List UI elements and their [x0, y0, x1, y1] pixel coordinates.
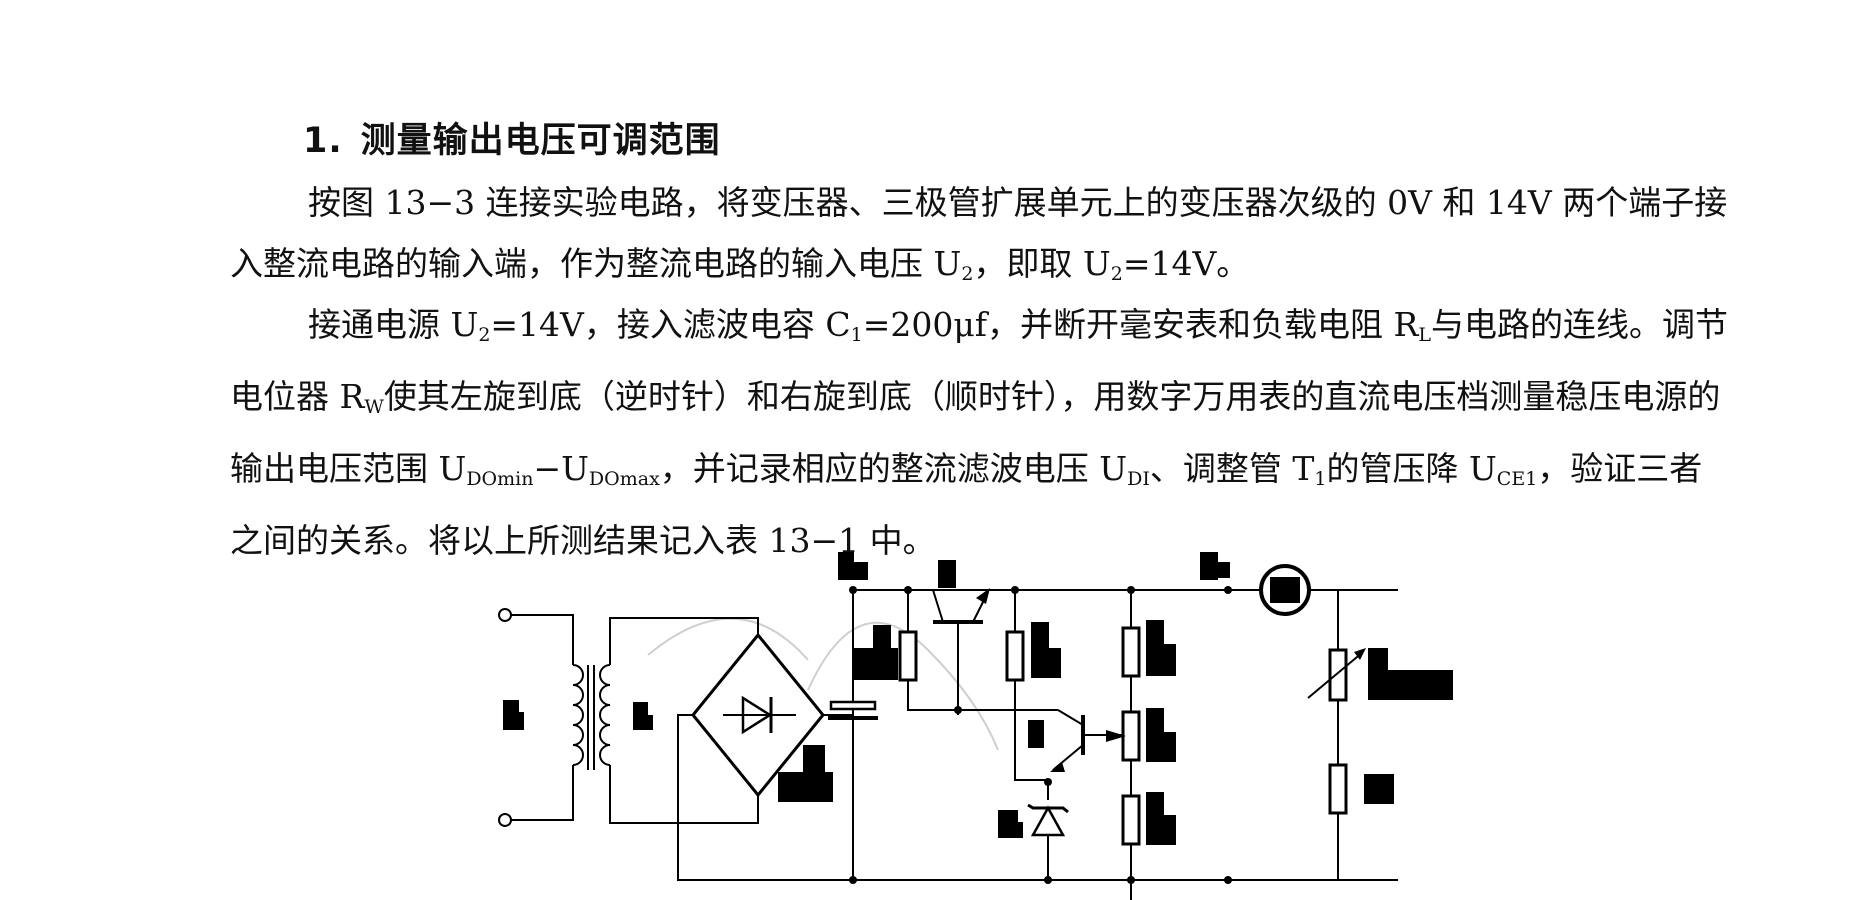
- rectifier-plus-wire: [823, 590, 854, 716]
- p1-sub-1: 2: [961, 263, 974, 285]
- r1-lead-bottom: [907, 680, 958, 711]
- load-lead-top: [1309, 589, 1339, 650]
- p1-sub-2: 2: [1110, 263, 1123, 285]
- p2-text-j: ，验证三者之间的关系。将以上所测结果记入表 13−1 中。: [230, 449, 1703, 560]
- p2-sub-t1: 1: [1314, 468, 1327, 490]
- zener-diode: [1027, 778, 1069, 880]
- p1-text-c: =14V。: [1122, 244, 1250, 283]
- resistor-r4: [1121, 794, 1141, 846]
- paragraph-1: 按图 13−3 连接实验电路，将变压器、三极管扩展单元上的变压器次级的 0V 和…: [230, 172, 1730, 305]
- label-block-u2b: [643, 715, 653, 730]
- r2-lead-bottom: [1014, 680, 1048, 781]
- p2-text-h: 、调整管 T: [1149, 449, 1315, 488]
- p2-sub-ce1: CE1: [1496, 468, 1538, 490]
- p2-text-e: 使其左旋到底（逆时针）和右旋到底（顺时针），用数字万用表的直流电压档测量稳压电源…: [230, 377, 1721, 488]
- p2-text-d: 与电路的连线。调节电位器 R: [230, 305, 1728, 416]
- junction: [1224, 876, 1232, 884]
- label-block-r1: [873, 625, 891, 655]
- p2-text-c: =200μf，并断开毫安表和负载电阻 R: [862, 305, 1419, 344]
- label-block-r4: [1146, 792, 1164, 822]
- junction: [849, 586, 857, 594]
- label-block-r4-value: [1146, 815, 1176, 845]
- scan-artifact: [807, 621, 999, 751]
- bridge-rectifier: [691, 632, 825, 798]
- transistor-t1: [932, 588, 990, 715]
- resistor-r1: [898, 630, 918, 682]
- primary-wire-bottom: [511, 765, 574, 821]
- potentiometer-wiper: [1106, 730, 1126, 742]
- secondary-wire-bottom: [609, 765, 759, 824]
- junction: [1044, 876, 1052, 884]
- p2-text-g: ，并记录相应的整流滤波电压 U: [659, 449, 1128, 488]
- p2-text-a: 接通电源 U: [308, 305, 479, 344]
- variable-arrow-head: [1354, 648, 1366, 660]
- label-block-t2: [1028, 720, 1044, 748]
- label-block-rl: [1368, 648, 1388, 676]
- label-block-c1: [803, 745, 825, 775]
- transistor-t2: [958, 709, 1128, 772]
- variable-arrow: [1307, 651, 1364, 699]
- label-block-r1-value: [853, 648, 898, 680]
- label-block-r3: [1146, 620, 1164, 650]
- p1-text-b: ，即取 U: [973, 244, 1111, 283]
- p2-sub-domax: DOmax: [588, 468, 660, 490]
- p2-sub-c1: 1: [850, 324, 863, 346]
- paragraph-2: 接通电源 U2=14V，接入滤波电容 C1=200μf，并断开毫安表和负载电阻 …: [230, 294, 1730, 571]
- label-block-t1: [938, 560, 956, 588]
- label-block-u1b: [514, 712, 524, 730]
- p2-sub-rl: L: [1418, 324, 1431, 346]
- scan-artifact: [647, 617, 809, 661]
- label-block-uo-b: [1214, 562, 1230, 578]
- label-block-rw-value: [1146, 732, 1176, 762]
- resistor-r2: [1005, 630, 1025, 682]
- p2-text-b: =14V，接入滤波电容 C: [490, 305, 851, 344]
- transformer: [572, 664, 611, 770]
- filter-capacitor: [828, 590, 878, 880]
- junction: [1224, 586, 1232, 594]
- label-block-rl-value: [1368, 670, 1453, 700]
- resistor-r5: [1328, 763, 1348, 815]
- label-block-r3-value: [1146, 644, 1176, 676]
- p2-sub-domin: DOmin: [466, 468, 534, 490]
- primary-wire-top: [511, 614, 574, 665]
- p2-text-i: 的管压降 U: [1326, 449, 1497, 488]
- p2-sub-rw: W: [364, 396, 384, 418]
- p2-sub-di: DI: [1127, 468, 1150, 490]
- rectifier-minus-wire: [677, 714, 853, 881]
- load-resistor-rl: [1328, 648, 1348, 702]
- section-number: 1.: [303, 121, 343, 161]
- label-block-r2-value: [1031, 648, 1061, 678]
- p1-text-a: 按图 13−3 连接实验电路，将变压器、三极管扩展单元上的变压器次级的 0V 和…: [230, 183, 1728, 283]
- label-block-ma: [1270, 577, 1300, 603]
- resistor-r3: [1121, 626, 1141, 678]
- p2-sub-u2: 2: [478, 324, 491, 346]
- label-block-ui-b: [850, 562, 868, 580]
- label-block-rw: [1146, 708, 1164, 738]
- label-block-r2: [1031, 622, 1049, 652]
- input-terminal-bottom: [498, 813, 512, 827]
- label-block-r5: [1364, 774, 1394, 804]
- circuit-diagram: [498, 552, 1453, 900]
- p2-text-f: −U: [533, 449, 589, 488]
- section-title: 测量输出电压可调范围: [360, 121, 721, 161]
- label-block-c1-value: [778, 772, 833, 802]
- secondary-wire-top: [609, 617, 759, 665]
- input-terminal-top: [498, 608, 512, 622]
- label-block-uo: [1200, 552, 1218, 580]
- label-block-dz-b: [1008, 822, 1023, 838]
- section-heading: 1. 测量输出电压可调范围: [303, 112, 721, 163]
